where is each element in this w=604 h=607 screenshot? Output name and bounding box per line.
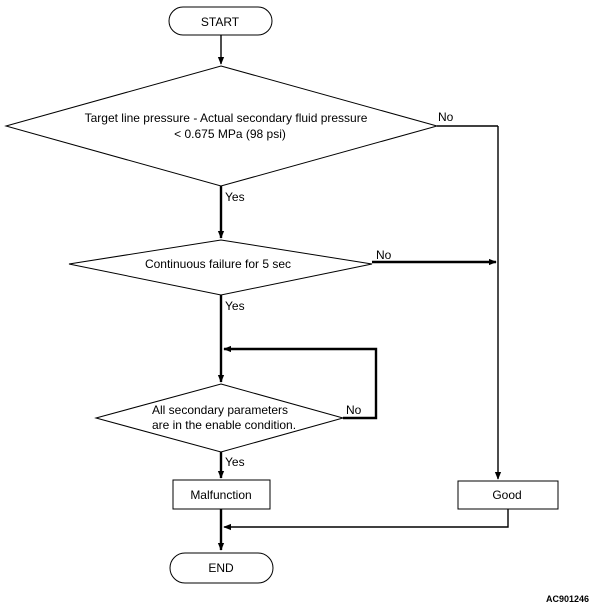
- decision1-no-label: No: [438, 110, 454, 124]
- decision-enable-condition-line2: are in the enable condition.: [152, 418, 296, 432]
- decision2-no-label: No: [376, 248, 392, 262]
- connector-decision3-no-loop: [223, 345, 378, 420]
- good-box: [457, 480, 559, 510]
- malfunction-label: Malfunction: [190, 488, 251, 502]
- decision-continuous-failure-label: Continuous failure for 5 sec: [145, 257, 291, 271]
- malfunction-box: [172, 479, 271, 510]
- decision2-yes-label: Yes: [225, 299, 245, 313]
- decision1-yes-label: Yes: [225, 190, 245, 204]
- decision3-no-label: No: [346, 403, 362, 417]
- decision3-yes-label: Yes: [225, 455, 245, 469]
- end-terminator: [169, 552, 274, 584]
- figure-code: AC901246: [546, 594, 589, 604]
- decision-pressure-diamond: [4, 65, 439, 187]
- decision-enable-condition-line1: All secondary parameters: [152, 403, 288, 417]
- decision-pressure-line1: Target line pressure - Actual secondary …: [85, 111, 368, 125]
- good-label: Good: [492, 488, 521, 502]
- start-label: START: [201, 15, 240, 29]
- decision-pressure-line2: < 0.675 MPa (98 psi): [174, 127, 286, 141]
- end-label: END: [208, 561, 234, 575]
- connector-good-merge: [223, 509, 509, 531]
